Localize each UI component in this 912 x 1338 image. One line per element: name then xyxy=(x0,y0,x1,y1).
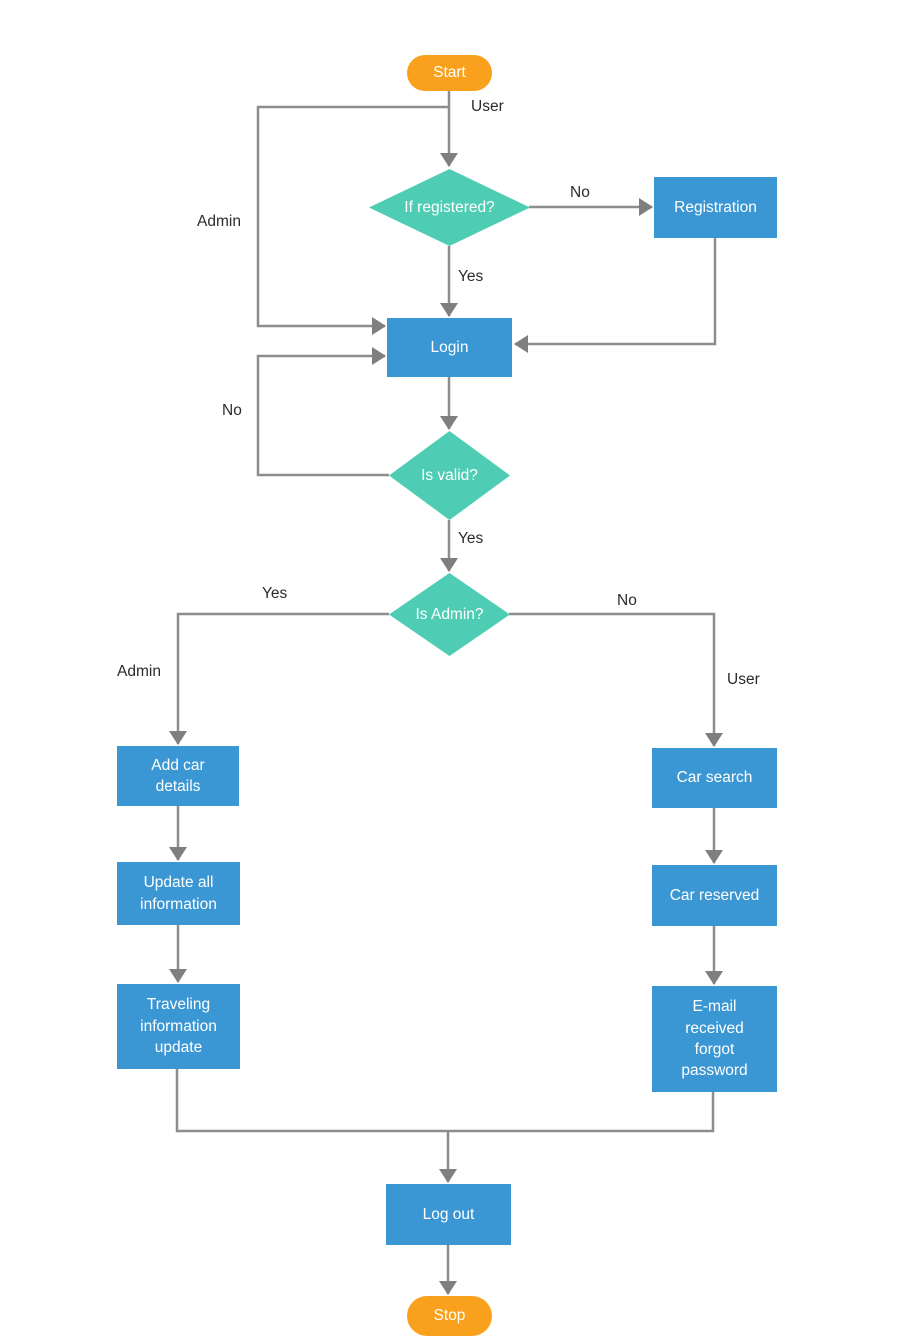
node-update-all-information[interactable]: Update all information xyxy=(117,862,240,925)
edge-label-no-invalid: No xyxy=(222,402,242,419)
edge-label-yes-registered: Yes xyxy=(458,268,484,285)
connector-registration-to-login xyxy=(514,238,717,353)
node-car-reserved[interactable]: Car reserved xyxy=(652,865,777,926)
node-registration[interactable]: Registration xyxy=(654,177,777,238)
node-traveling-information-update[interactable]: Traveling information update xyxy=(117,984,240,1069)
node-add-car-details[interactable]: Add car details xyxy=(117,746,239,806)
edge-label-no-admin: No xyxy=(617,592,637,609)
node-is-admin[interactable]: Is Admin? xyxy=(389,573,510,656)
edge-label-admin-branch: Admin xyxy=(117,663,161,680)
edge-label-yes-admin: Yes xyxy=(262,585,288,602)
node-log-out[interactable]: Log out xyxy=(386,1184,511,1245)
connector-is-admin-yes-to-add-car-details xyxy=(169,612,389,745)
node-email-received[interactable]: E-mail received forgot password xyxy=(652,986,777,1092)
node-if-registered[interactable]: If registered? xyxy=(369,169,530,246)
connector-email-to-merge xyxy=(448,1092,715,1133)
connector-traveling-to-merge xyxy=(175,1069,448,1133)
connector-is-admin-no-to-car-search xyxy=(509,612,723,747)
edge-label-no-registration: No xyxy=(570,184,590,201)
edge-label-user-top: User xyxy=(471,98,504,115)
connector-is-valid-no-to-login xyxy=(256,347,389,477)
node-stop[interactable]: Stop xyxy=(407,1296,492,1336)
edge-label-yes-valid: Yes xyxy=(458,530,484,547)
node-start[interactable]: Start xyxy=(407,55,492,91)
edge-label-admin-bypass: Admin xyxy=(197,213,241,230)
node-login[interactable]: Login xyxy=(387,318,512,377)
edge-label-user-branch: User xyxy=(727,671,760,688)
node-is-valid[interactable]: Is valid? xyxy=(389,431,510,520)
node-car-search[interactable]: Car search xyxy=(652,748,777,808)
